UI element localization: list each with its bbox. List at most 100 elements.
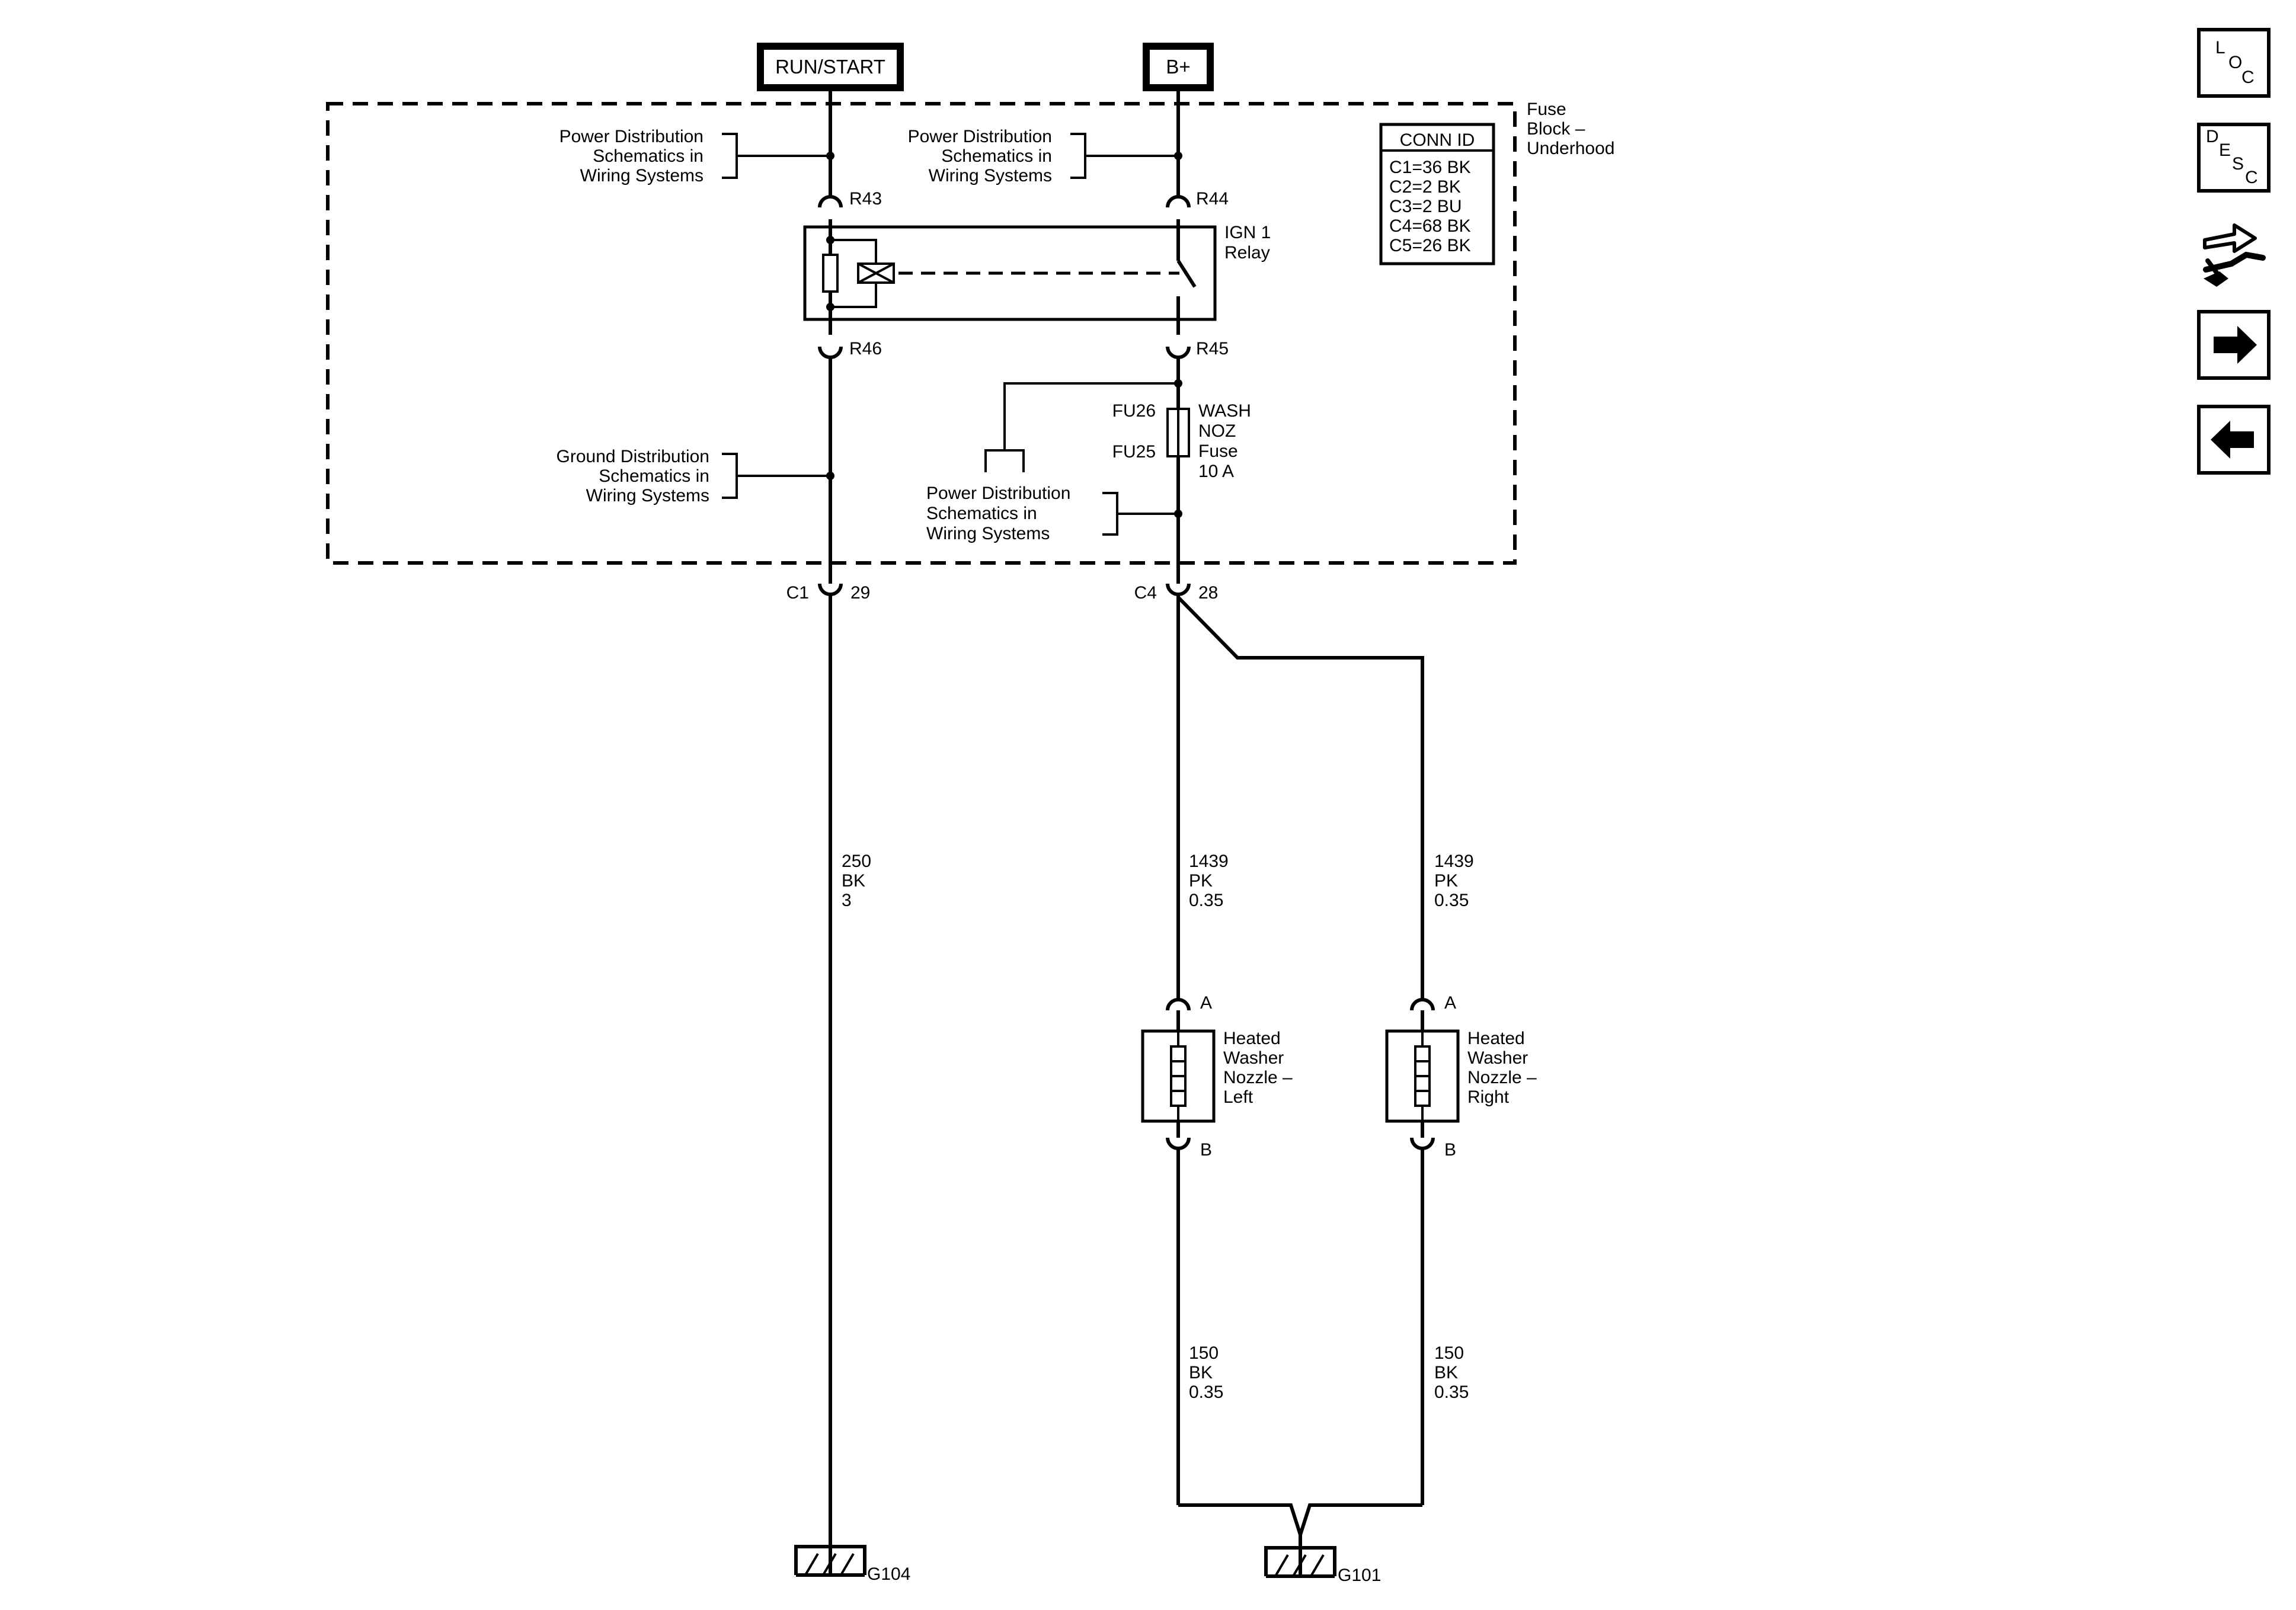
svg-text:BK: BK [1189, 1363, 1213, 1382]
svg-text:S: S [2232, 154, 2244, 174]
connector-c4-pin: 28 [1198, 583, 1218, 603]
relay-label: IGN 1 [1224, 223, 1271, 242]
conn-id-title: CONN ID [1400, 130, 1475, 150]
terminal-r46-label: R46 [849, 339, 882, 359]
wash-noz-fuse: FU26 FU25 WASH NOZ Fuse 10 A [1112, 401, 1251, 481]
svg-text:Heated: Heated [1467, 1029, 1525, 1048]
svg-text:Ground Distribution: Ground Distribution [557, 447, 709, 466]
desc-button[interactable]: D E S C [2197, 123, 2271, 193]
ground-g101-label: G101 [1338, 1566, 1381, 1585]
ground-g104-label: G104 [867, 1564, 910, 1584]
fuse-block-outline [326, 102, 1517, 565]
svg-text:0.35: 0.35 [1189, 891, 1223, 910]
svg-text:BK: BK [1434, 1363, 1458, 1382]
svg-text:BK: BK [842, 871, 865, 891]
svg-text:Schematics in: Schematics in [941, 146, 1052, 166]
svg-text:Power Distribution: Power Distribution [559, 127, 703, 146]
fuse-feed-tap [984, 379, 1182, 472]
svg-text:0.35: 0.35 [1434, 891, 1469, 910]
svg-text:1439: 1439 [1434, 852, 1474, 871]
next-page-button[interactable] [2197, 310, 2271, 380]
fuse-fu26-label: FU26 [1112, 401, 1156, 421]
svg-text:Wiring Systems: Wiring Systems [926, 524, 1050, 543]
terminal-r43 [818, 195, 843, 208]
svg-text:Heated: Heated [1223, 1029, 1281, 1048]
b-plus-label: B+ [1166, 56, 1190, 78]
svg-text:Schematics in: Schematics in [599, 466, 709, 486]
wire-label-feed-left: 1439 PK 0.35 [1189, 852, 1229, 910]
connector-c1-pin: 29 [850, 583, 870, 603]
svg-text:PK: PK [1434, 871, 1458, 891]
svg-text:150: 150 [1434, 1343, 1464, 1363]
heated-washer-nozzle-right: A B Heated Washer Nozzle – Right [1385, 993, 1537, 1160]
svg-text:L: L [2215, 38, 2225, 57]
wire-label-feed-right: 1439 PK 0.35 [1434, 852, 1474, 910]
svg-text:0.35: 0.35 [1434, 1382, 1469, 1402]
fuse-fu25-label: FU25 [1112, 442, 1156, 462]
svg-text:D: D [2206, 127, 2219, 146]
svg-text:Fuse: Fuse [1198, 441, 1238, 461]
connector-c4-label: C4 [1134, 583, 1157, 603]
previous-page-button[interactable] [2197, 405, 2271, 475]
nozzle-left-pin-a: A [1200, 993, 1212, 1013]
svg-text:C: C [2241, 68, 2255, 87]
svg-text:Nozzle –: Nozzle – [1223, 1068, 1293, 1087]
ground-g101: G101 [1264, 1546, 1381, 1585]
power-distribution-ref-left: Power Distribution Schematics in Wiring … [559, 127, 834, 185]
svg-text:Power Distribution: Power Distribution [926, 484, 1070, 503]
b-plus-supply: B+ [1143, 43, 1214, 91]
connector-c1-label: C1 [786, 583, 809, 603]
loc-button[interactable]: L O C [2197, 28, 2271, 98]
svg-text:Washer: Washer [1467, 1048, 1528, 1068]
svg-text:O: O [2228, 53, 2242, 72]
conn-id-row: C1=36 BK [1389, 158, 1471, 177]
fuse-label: WASH [1198, 401, 1251, 421]
power-distribution-ref-fuse: Power Distribution Schematics in Wiring … [926, 484, 1182, 543]
svg-text:Washer: Washer [1223, 1048, 1284, 1068]
terminal-r44 [1166, 195, 1191, 208]
svg-text:250: 250 [842, 852, 871, 871]
right-circuit-wires [1176, 88, 1424, 998]
arrow-right-icon [2214, 326, 2257, 364]
nozzle-right-pin-b: B [1444, 1140, 1456, 1160]
conn-id-row: C4=68 BK [1389, 216, 1471, 236]
svg-text:C: C [2245, 168, 2258, 187]
svg-text:NOZ: NOZ [1198, 421, 1236, 441]
svg-text:Nozzle –: Nozzle – [1467, 1068, 1537, 1087]
run-start-supply: RUN/START [757, 43, 904, 91]
return-wires [1176, 1150, 1424, 1576]
svg-text:150: 150 [1189, 1343, 1219, 1363]
svg-text:Left: Left [1223, 1087, 1253, 1107]
svg-text:E: E [2219, 140, 2231, 160]
svg-text:Wiring Systems: Wiring Systems [929, 166, 1052, 185]
arrow-left-icon [2211, 421, 2254, 459]
terminal-r45-label: R45 [1196, 339, 1229, 359]
svg-text:Relay: Relay [1224, 243, 1270, 263]
nozzle-right-pin-a: A [1444, 993, 1456, 1013]
power-distribution-ref-right: Power Distribution Schematics in Wiring … [908, 127, 1182, 185]
conn-id-row: C2=2 BK [1389, 177, 1461, 197]
wire-label-return-right: 150 BK 0.35 [1434, 1343, 1469, 1402]
svg-text:Schematics in: Schematics in [926, 504, 1037, 523]
svg-text:Right: Right [1467, 1087, 1510, 1107]
conn-id-row: C3=2 BU [1389, 197, 1462, 216]
svg-text:Block –: Block – [1527, 119, 1585, 139]
svg-text:10 A: 10 A [1198, 462, 1234, 481]
svg-text:3: 3 [842, 891, 852, 910]
ign1-relay: IGN 1 Relay [803, 219, 1271, 335]
svg-text:Power Distribution: Power Distribution [908, 127, 1052, 146]
svg-text:PK: PK [1189, 871, 1213, 891]
connector-tool-icon[interactable] [2203, 223, 2266, 287]
wire-label-ground-main: 250 BK 3 [842, 852, 871, 910]
heated-washer-nozzle-left: A B Heated Washer Nozzle – Left [1141, 993, 1293, 1160]
ground-distribution-ref: Ground Distribution Schematics in Wiring… [557, 447, 834, 505]
terminal-r44-label: R44 [1196, 189, 1229, 209]
svg-text:0.35: 0.35 [1189, 1382, 1223, 1402]
svg-text:Fuse: Fuse [1527, 100, 1566, 119]
run-start-label: RUN/START [775, 56, 885, 78]
conn-id-row: C5=26 BK [1389, 236, 1471, 255]
terminal-r45 [1166, 346, 1191, 359]
connector-c4 [1166, 583, 1191, 596]
svg-text:Underhood: Underhood [1527, 139, 1614, 158]
